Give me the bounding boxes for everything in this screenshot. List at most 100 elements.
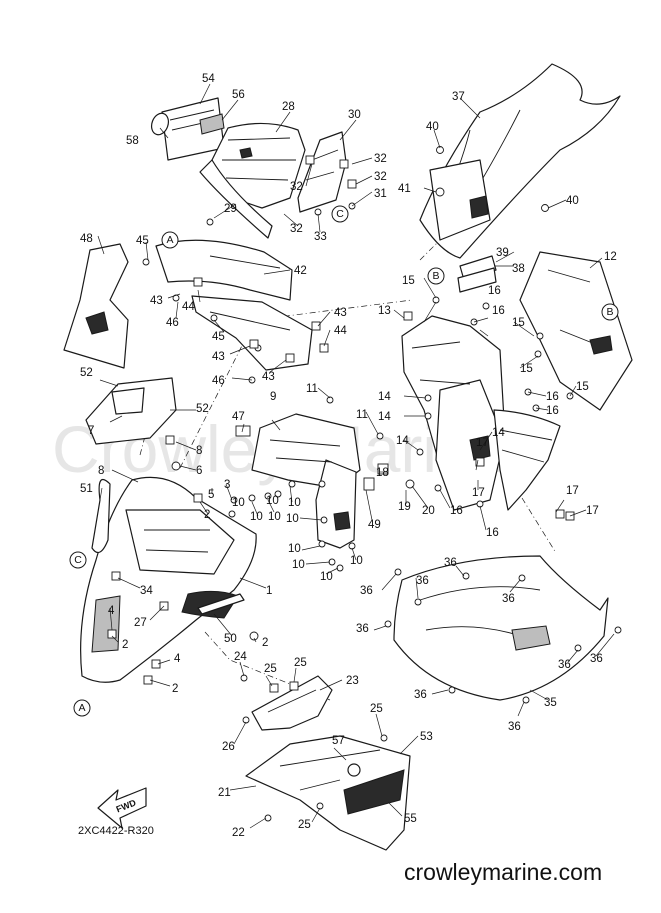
ref-marker-c-left — [69, 551, 87, 569]
callout-52: 52 — [196, 403, 209, 415]
callout-23: 23 — [346, 675, 359, 687]
callout-30: 30 — [348, 109, 361, 121]
callout-10: 10 — [268, 511, 281, 523]
callout-10: 10 — [320, 571, 333, 583]
ref-letter-b-right: B — [606, 306, 613, 318]
callout-15: 15 — [576, 381, 589, 393]
fwd-arrow-icon: FWD — [97, 787, 147, 829]
part-upper-cowling — [419, 63, 621, 259]
part-meter-cover — [85, 377, 177, 445]
leader-lines — [97, 83, 615, 829]
callout-40: 40 — [566, 195, 579, 207]
callout-35: 35 — [544, 697, 557, 709]
callout-1: 1 — [266, 585, 272, 597]
callout-22: 22 — [232, 827, 245, 839]
part-side-cover-right — [519, 251, 633, 411]
callout-39: 39 — [496, 247, 509, 259]
ref-letter-a-bottom: A — [78, 702, 85, 714]
part-meter-housing — [199, 122, 306, 239]
ref-marker-b-right — [601, 303, 619, 321]
callout-32: 32 — [374, 153, 387, 165]
callout-21: 21 — [218, 787, 231, 799]
callout-31: 31 — [374, 188, 387, 200]
part-lens-group — [150, 97, 225, 161]
callout-10: 10 — [288, 497, 301, 509]
callout-33: 33 — [314, 231, 327, 243]
callout-14: 14 — [492, 427, 505, 439]
callout-43: 43 — [212, 351, 225, 363]
callout-17: 17 — [586, 505, 599, 517]
callout-48: 48 — [80, 233, 93, 245]
callout-16: 16 — [492, 305, 505, 317]
ref-letter-b-top: B — [432, 270, 439, 282]
part-inner-side-panel — [401, 315, 505, 511]
callout-25: 25 — [294, 657, 307, 669]
callout-42: 42 — [294, 265, 307, 277]
callout-45: 45 — [136, 235, 149, 247]
callout-43: 43 — [262, 371, 275, 383]
callout-25: 25 — [370, 703, 383, 715]
callout-40: 40 — [426, 121, 439, 133]
callout-32: 32 — [374, 171, 387, 183]
callout-25: 25 — [264, 663, 277, 675]
callout-34: 34 — [140, 585, 153, 597]
callout-13: 13 — [378, 305, 391, 317]
callout-54: 54 — [202, 73, 215, 85]
ref-marker-b-top — [427, 267, 445, 285]
callout-49: 49 — [368, 519, 381, 531]
hardware — [107, 146, 622, 822]
callout-14: 14 — [378, 391, 391, 403]
callout-36: 36 — [444, 557, 457, 569]
brand-text: crowleymarine.com — [404, 859, 602, 885]
callout-44: 44 — [182, 301, 195, 313]
part-inner-panel — [155, 239, 313, 371]
callout-14: 14 — [378, 411, 391, 423]
part-plates — [457, 255, 497, 293]
callout-14: 14 — [396, 435, 409, 447]
callout-47: 47 — [232, 411, 245, 423]
callout-3: 3 — [224, 479, 230, 491]
callout-58: 58 — [126, 135, 139, 147]
callout-2: 2 — [122, 639, 128, 651]
callout-36: 36 — [558, 659, 571, 671]
callout-36: 36 — [416, 575, 429, 587]
part-bracket — [297, 131, 347, 213]
callout-7: 7 — [88, 425, 94, 437]
part-mirror-bracket — [63, 243, 129, 369]
callout-51: 51 — [80, 483, 93, 495]
callout-8: 8 — [196, 445, 202, 457]
callout-36: 36 — [590, 653, 603, 665]
callout-32: 32 — [290, 223, 303, 235]
callout-57: 57 — [332, 735, 345, 747]
part-side-duct — [493, 409, 561, 511]
callout-10: 10 — [286, 513, 299, 525]
callout-6: 6 — [196, 465, 202, 477]
callout-2: 2 — [262, 637, 268, 649]
callout-numbers: 54 56 58 28 30 32 32 31 32 32 33 29 37 4… — [80, 73, 617, 839]
callout-20: 20 — [422, 505, 435, 517]
callout-10: 10 — [292, 559, 305, 571]
callout-10: 10 — [266, 495, 279, 507]
callout-10: 10 — [250, 511, 263, 523]
callout-10: 10 — [288, 543, 301, 555]
callout-2: 2 — [172, 683, 178, 695]
callout-27: 27 — [134, 617, 147, 629]
callout-36: 36 — [502, 593, 515, 605]
ref-marker-c-top — [331, 205, 349, 223]
callout-28: 28 — [282, 101, 295, 113]
callout-11: 11 — [306, 383, 318, 395]
callout-18: 18 — [376, 467, 389, 479]
callout-9: 9 — [270, 391, 276, 403]
callout-4: 4 — [108, 605, 115, 617]
callout-17: 17 — [566, 485, 579, 497]
callout-17: 17 — [472, 487, 485, 499]
part-rod — [197, 593, 245, 615]
callout-36: 36 — [356, 623, 369, 635]
callout-10: 10 — [232, 497, 245, 509]
ref-marker-a-top — [161, 231, 179, 249]
callout-32: 32 — [290, 181, 303, 193]
callout-16: 16 — [450, 505, 463, 517]
callout-2: 2 — [204, 509, 210, 521]
callout-16: 16 — [488, 285, 501, 297]
